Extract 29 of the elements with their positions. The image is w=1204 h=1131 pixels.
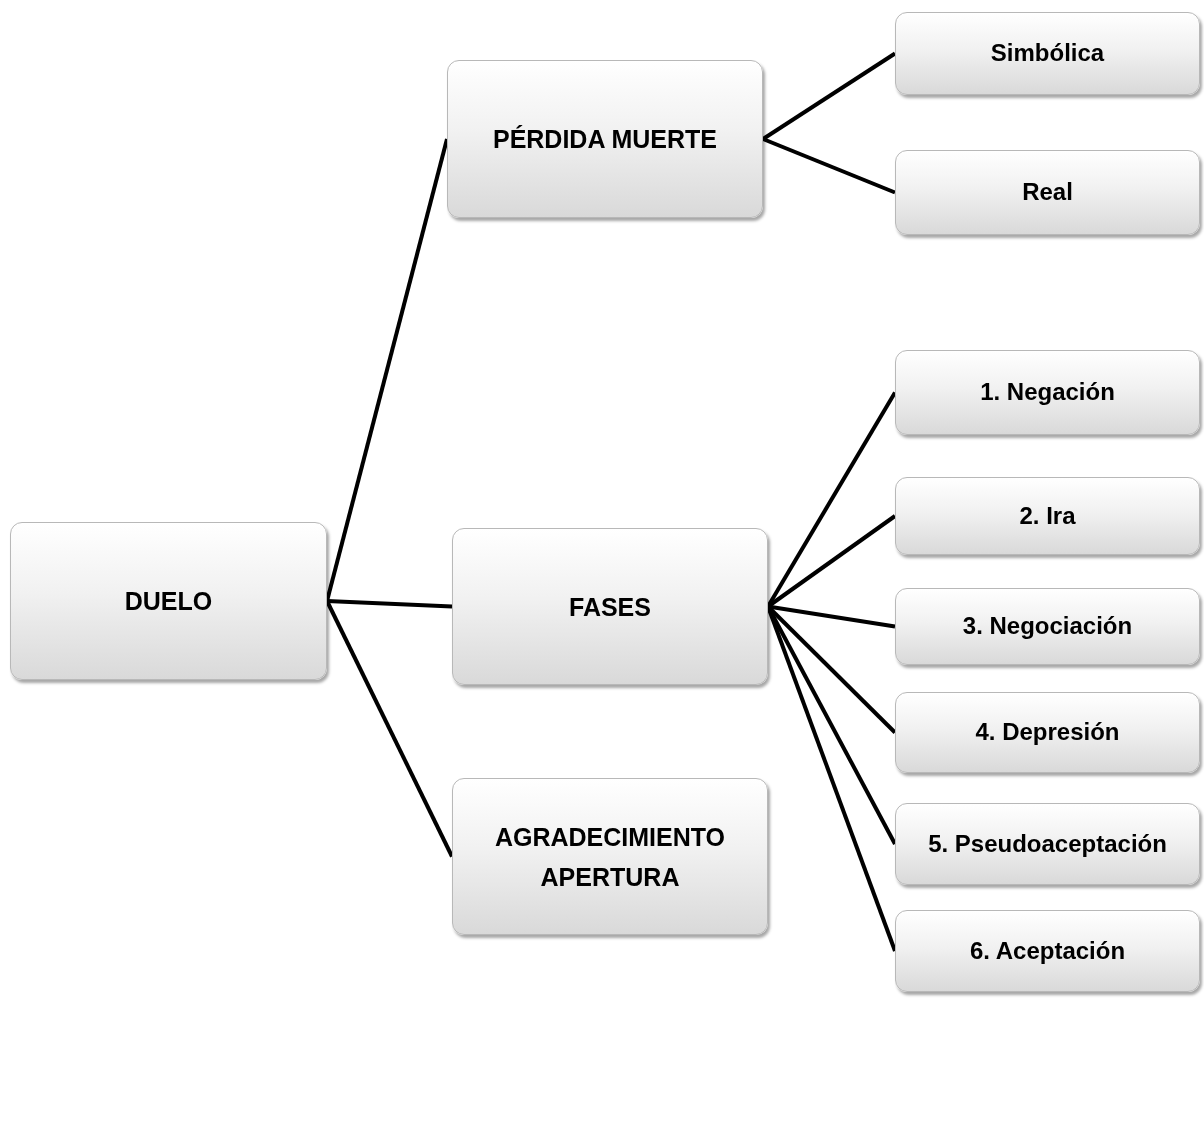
rounded-box xyxy=(452,778,768,935)
connector-line xyxy=(762,137,896,195)
node-label: 4. Depresión xyxy=(975,717,1120,748)
node-label: DUELO xyxy=(124,586,213,617)
node-label: AGRADECIMIENTO APERTURA xyxy=(493,821,727,893)
node-label: 3. Negociación xyxy=(962,611,1133,642)
rounded-box xyxy=(10,522,327,680)
node-label: 2. Ira xyxy=(1019,500,1076,531)
node-label: 1. Negación xyxy=(980,377,1115,408)
node-label: 6. Aceptación xyxy=(969,935,1126,966)
node-label: 5. Pseudoaceptación xyxy=(928,828,1167,859)
rounded-box xyxy=(895,692,1200,773)
rounded-box xyxy=(895,910,1200,992)
node-label: FASES xyxy=(569,591,651,623)
rounded-box xyxy=(447,60,763,218)
rounded-box xyxy=(895,150,1200,235)
rounded-box xyxy=(895,350,1200,435)
node-label: Real xyxy=(1022,177,1073,208)
node-label: Simbólica xyxy=(990,38,1105,69)
rounded-box xyxy=(452,528,768,685)
rounded-box xyxy=(895,477,1200,555)
connector-line xyxy=(326,599,453,609)
rounded-box xyxy=(895,803,1200,885)
rounded-box xyxy=(895,12,1200,95)
node-label: PÉRDIDA MUERTE xyxy=(492,124,718,155)
connector-line xyxy=(761,51,897,141)
connector-line xyxy=(325,138,449,602)
rounded-box xyxy=(895,588,1200,665)
connector-line xyxy=(325,600,454,858)
